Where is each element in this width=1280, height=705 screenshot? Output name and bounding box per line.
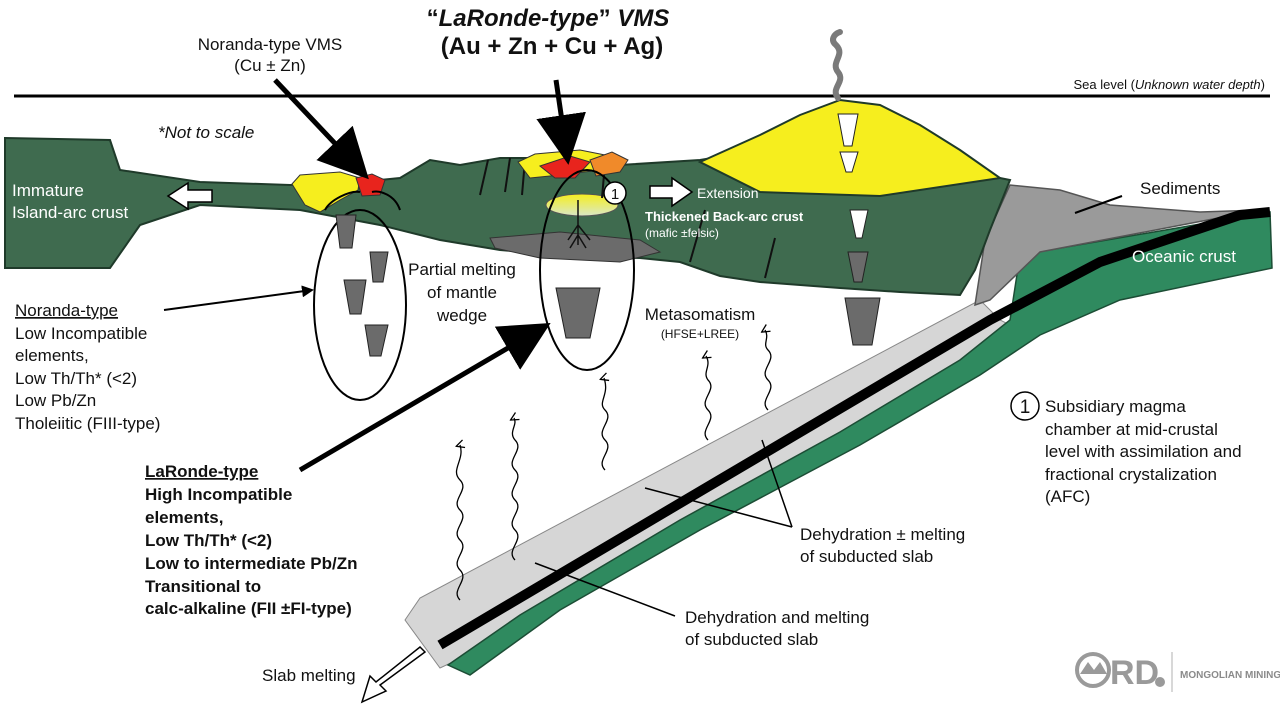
svg-text:Low Pb/Zn: Low Pb/Zn (15, 391, 96, 410)
pointer-dehydration-1a (644, 487, 793, 528)
noranda-magma-blobs (335, 214, 389, 357)
partial-melting-label-1: Partial melting (408, 260, 516, 279)
noranda-vms-label-1: Noranda-type VMS (198, 35, 343, 54)
pointer-dehydration-1b (761, 439, 793, 528)
volcano (697, 98, 1003, 198)
company-logo: RD MONGOLIAN MINING (1075, 652, 1280, 692)
slab-melting-label: Slab melting (262, 666, 356, 685)
volcano-conduit (837, 113, 881, 346)
backarc-label-1: Thickened Back-arc crust (645, 209, 804, 224)
svg-text:Noranda-type: Noranda-type (15, 301, 118, 320)
svg-text:chamber at mid-crustal: chamber at mid-crustal (1045, 420, 1218, 439)
svg-text:RD: RD (1110, 654, 1159, 692)
extension-label: Extension (697, 185, 758, 201)
noranda-magma-ellipse (313, 209, 407, 401)
svg-text:Low Th/Th* (<2): Low Th/Th* (<2) (145, 531, 272, 550)
pointer-sediments (1074, 195, 1123, 214)
svg-text:calc-alkaline (FII ±FI-type): calc-alkaline (FII ±FI-type) (145, 599, 352, 618)
partial-melting-label-3: wedge (436, 306, 487, 325)
dehydration-1-line1: Dehydration ± melting (800, 525, 965, 544)
dehydration-2-line2: of subducted slab (685, 630, 818, 649)
dehydration-1-line2: of subducted slab (800, 547, 933, 566)
laronde-magma-blob (555, 287, 601, 339)
svg-text:(AFC): (AFC) (1045, 487, 1090, 506)
svg-text:MONGOLIAN MINING: MONGOLIAN MINING (1180, 670, 1280, 681)
not-to-scale-label: *Not to scale (158, 123, 254, 142)
sediments-label: Sediments (1140, 179, 1220, 198)
svg-text:Low Incompatible: Low Incompatible (15, 324, 147, 343)
noranda-type-block: Noranda-type Low Incompatible elements, … (15, 301, 160, 433)
svg-text:fractional crystalization: fractional crystalization (1045, 465, 1217, 484)
slab-top-line (437, 207, 1271, 650)
svg-text:Low to intermediate Pb/Zn: Low to intermediate Pb/Zn (145, 554, 358, 573)
immature-crust-label-1: Immature (12, 181, 84, 200)
pointer-noranda-type (163, 285, 314, 311)
partial-melting-label-2: of mantle (427, 283, 497, 302)
feeder-roots (567, 200, 591, 249)
sea-level-label: Sea level (Unknown water depth) (1073, 77, 1265, 92)
svg-text:level with assimilation and: level with assimilation and (1045, 442, 1242, 461)
extension-arrow-left (166, 181, 213, 211)
laronde-type-block: LaRonde-type High Incompatible elements,… (145, 462, 358, 618)
marker-1-diagram: 1 (603, 181, 627, 205)
noranda-deposit-yellow (291, 171, 361, 213)
metasomatism-sub: (HFSE+LREE) (661, 327, 739, 341)
dehydration-2-line1: Dehydration and melting (685, 608, 869, 627)
svg-text:elements,: elements, (145, 508, 223, 527)
svg-text:High Incompatible: High Incompatible (145, 485, 292, 504)
pointer-dehydration-2 (534, 562, 676, 617)
svg-text:LaRonde-type: LaRonde-type (145, 462, 258, 481)
title-line1: “LaRonde-type” VMS (427, 5, 670, 32)
subsidiary-magma-chamber (545, 193, 619, 217)
backarc-label-2: (mafic ±felsic) (645, 226, 719, 240)
pointer-laronde-type (298, 322, 551, 473)
noranda-feeder (324, 190, 401, 211)
svg-text:1: 1 (611, 186, 619, 203)
svg-text:elements,: elements, (15, 346, 89, 365)
noranda-vms-label-2: (Cu ± Zn) (234, 56, 306, 75)
pointer-laronde-vms (536, 79, 586, 165)
marker-1-legend: 1 (1010, 391, 1040, 421)
title-line2: (Au + Zn + Cu + Ag) (441, 33, 663, 60)
oceanic-crust-label: Oceanic crust (1132, 247, 1236, 266)
laronde-magma-ellipse (539, 169, 635, 371)
immature-crust-label-2: Island-arc crust (12, 203, 128, 222)
subsidiary-legend: Subsidiary magma chamber at mid-crustal … (1045, 397, 1242, 506)
extension-arrow-right (649, 176, 694, 208)
oceanic-crust (446, 211, 1273, 676)
volcano-smoke (830, 29, 844, 101)
svg-text:Tholeiitic (FIII-type): Tholeiitic (FIII-type) (15, 414, 160, 433)
svg-text:Transitional to: Transitional to (145, 577, 261, 596)
noranda-deposit-red (355, 173, 386, 197)
svg-text:Low Th/Th* (<2): Low Th/Th* (<2) (15, 369, 137, 388)
laronde-deposit-orange (589, 151, 629, 177)
metasomatism-arrows (456, 330, 772, 601)
svg-text:Subsidiary magma: Subsidiary magma (1045, 397, 1186, 416)
metasomatism-label: Metasomatism (645, 305, 756, 324)
pointer-noranda-vms (273, 78, 369, 180)
slab-melting-arrow (360, 645, 427, 704)
svg-text:1: 1 (1020, 397, 1031, 418)
